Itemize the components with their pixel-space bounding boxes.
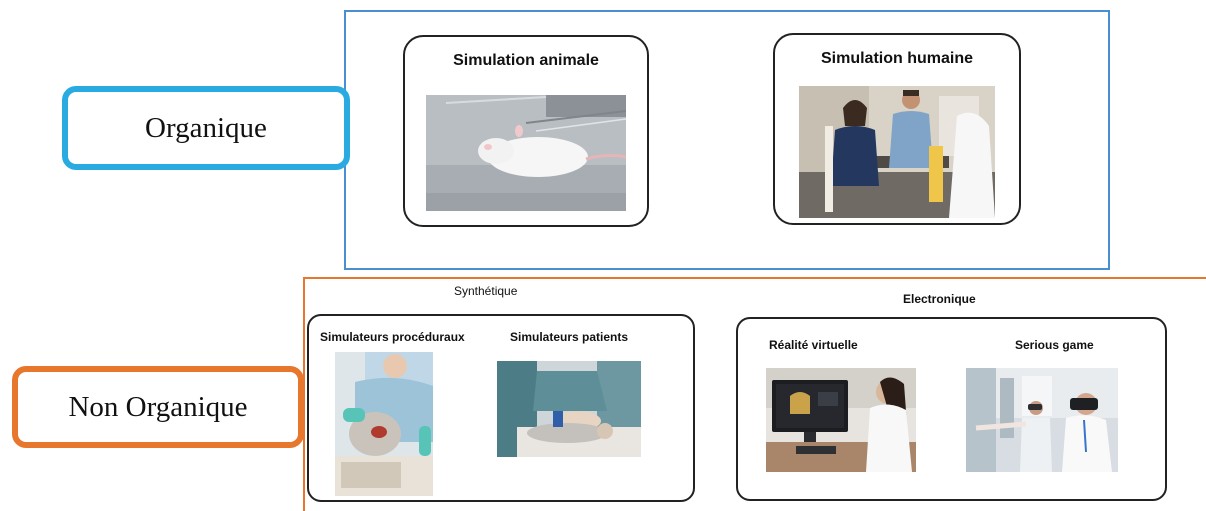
non-organique-region-top-border <box>303 277 1206 279</box>
non-organique-region-left-border <box>303 277 305 511</box>
electronique-label: Electronique <box>903 292 976 306</box>
simulation-animale-card: Simulation animale <box>403 35 649 227</box>
serious-game-title: Serious game <box>1015 338 1094 352</box>
lab-rat-photo <box>426 95 626 211</box>
simulateurs-proceduraux-title: Simulateurs procéduraux <box>320 330 465 344</box>
dental-procedure-trainer-photo <box>335 352 433 496</box>
simulation-humaine-title: Simulation humaine <box>820 50 973 67</box>
simulation-humaine-card: Simulation humaine <box>773 33 1021 225</box>
simulateurs-patients-title: Simulateurs patients <box>510 330 629 344</box>
vr-headset-users-photo <box>966 368 1118 472</box>
non-organique-label-box: Non Organique <box>12 366 304 448</box>
realite-virtuelle-title: Réalité virtuelle <box>769 338 858 352</box>
non-organique-label: Non Organique <box>68 390 248 423</box>
simulation-animale-title: Simulation animale <box>453 52 599 69</box>
standardized-patient-photo <box>799 86 995 218</box>
virtual-reality-workstation-photo <box>766 368 916 472</box>
synthetique-label: Synthétique <box>454 284 518 298</box>
organique-label-box: Organique <box>62 86 350 170</box>
organique-label: Organique <box>145 111 267 144</box>
manikin-cpr-photo <box>497 361 641 457</box>
